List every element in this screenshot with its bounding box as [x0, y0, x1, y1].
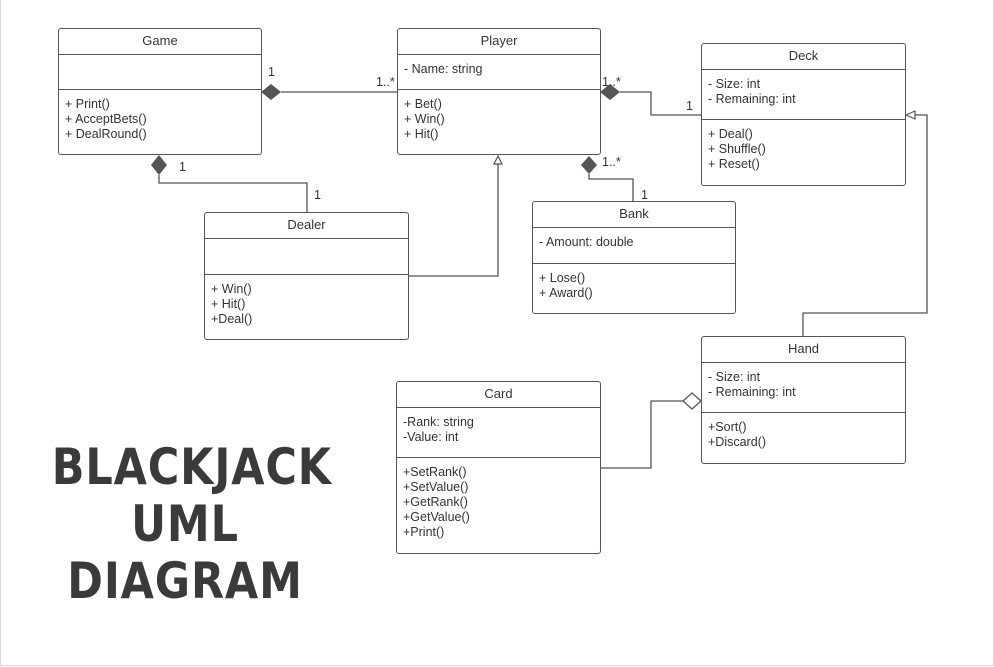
operation: + Shuffle(): [708, 142, 766, 156]
attribute: -Value: int: [403, 430, 459, 444]
title-line: UML: [131, 495, 239, 553]
class-game-operations: + Print() + AcceptBets() + DealRound(): [59, 90, 261, 142]
class-dealer-name: Dealer: [205, 213, 408, 239]
operation: + DealRound(): [65, 127, 147, 141]
class-game-attributes: [59, 55, 261, 90]
attribute: - Name: string: [404, 62, 483, 76]
composition-diamond-game-player: [261, 84, 281, 100]
operation: + Hit(): [211, 297, 246, 311]
operation: + Reset(): [708, 157, 760, 171]
attribute: - Remaining: int: [708, 92, 796, 106]
multiplicity-player-deck-player: 1..*: [602, 75, 621, 89]
attribute: -Rank: string: [403, 415, 474, 429]
title-line: DIAGRAM: [67, 552, 303, 610]
connector-card-hand: [600, 400, 683, 469]
class-player[interactable]: Player - Name: string + Bet() + Win() + …: [397, 28, 601, 155]
attribute: - Remaining: int: [708, 385, 796, 399]
multiplicity-game-player-player: 1..*: [376, 75, 395, 89]
class-deck[interactable]: Deck - Size: int - Remaining: int + Deal…: [701, 43, 906, 186]
composition-diamond-player-bank: [581, 156, 597, 174]
class-player-attributes: - Name: string: [398, 55, 600, 90]
operation: +Print(): [403, 525, 445, 539]
multiplicity-player-bank-player: 1..*: [602, 155, 621, 169]
operation: + Deal(): [708, 127, 753, 141]
class-player-operations: + Bet() + Win() + Hit(): [398, 90, 600, 142]
multiplicity-player-deck-deck: 1: [686, 99, 693, 113]
attribute: - Size: int: [708, 77, 761, 91]
generalization-dealer-player: [408, 163, 499, 277]
attribute: - Size: int: [708, 370, 761, 384]
composition-diamond-game-dealer: [151, 155, 167, 175]
operation: +Deal(): [211, 312, 253, 326]
multiplicity-player-bank-bank: 1: [641, 188, 648, 202]
class-bank-operations: + Lose() + Award(): [533, 264, 735, 301]
class-deck-attributes: - Size: int - Remaining: int: [702, 70, 905, 120]
class-bank[interactable]: Bank - Amount: double + Lose() + Award(): [532, 201, 736, 314]
operation: + Award(): [539, 286, 593, 300]
class-player-name: Player: [398, 29, 600, 55]
operation: +Sort(): [708, 420, 747, 434]
generalization-hand-deck: [802, 114, 928, 337]
operation: +GetRank(): [403, 495, 468, 509]
class-hand-name: Hand: [702, 337, 905, 363]
class-hand-operations: +Sort() +Discard(): [702, 413, 905, 450]
class-game[interactable]: Game + Print() + AcceptBets() + DealRoun…: [58, 28, 262, 155]
connector-game-dealer: [158, 175, 308, 213]
class-dealer-operations: + Win() + Hit() +Deal(): [205, 275, 408, 327]
connector-player-deck: [620, 91, 702, 116]
operation: + Bet(): [404, 97, 442, 111]
title-line: BLACKJACK: [51, 438, 332, 496]
class-bank-attributes: - Amount: double: [533, 228, 735, 264]
composition-diamond-player-deck: [600, 84, 620, 100]
generalization-arrow-dealer-player: [493, 154, 503, 165]
class-bank-name: Bank: [533, 202, 735, 228]
operation: +Discard(): [708, 435, 766, 449]
operation: + Win(): [404, 112, 445, 126]
operation: + Print(): [65, 97, 110, 111]
class-deck-operations: + Deal() + Shuffle() + Reset(): [702, 120, 905, 172]
class-card-operations: +SetRank() +SetValue() +GetRank() +GetVa…: [397, 458, 600, 540]
aggregation-diamond-card-hand: [682, 392, 702, 410]
multiplicity-game-dealer-dealer: 1: [314, 188, 321, 202]
operation: +SetValue(): [403, 480, 469, 494]
class-hand[interactable]: Hand - Size: int - Remaining: int +Sort(…: [701, 336, 906, 464]
operation: + AcceptBets(): [65, 112, 147, 126]
class-hand-attributes: - Size: int - Remaining: int: [702, 363, 905, 413]
class-game-name: Game: [59, 29, 261, 55]
diagram-title: BLACKJACK UML DIAGRAM: [51, 438, 332, 610]
operation: + Win(): [211, 282, 252, 296]
class-dealer[interactable]: Dealer + Win() + Hit() +Deal(): [204, 212, 409, 340]
multiplicity-game-player-game: 1: [268, 65, 275, 79]
attribute: - Amount: double: [539, 235, 634, 249]
class-deck-name: Deck: [702, 44, 905, 70]
operation: + Lose(): [539, 271, 586, 285]
class-card[interactable]: Card -Rank: string -Value: int +SetRank(…: [396, 381, 601, 554]
class-card-name: Card: [397, 382, 600, 408]
operation: + Hit(): [404, 127, 439, 141]
connector-player-bank: [588, 174, 634, 202]
class-dealer-attributes: [205, 239, 408, 275]
class-card-attributes: -Rank: string -Value: int: [397, 408, 600, 458]
operation: +SetRank(): [403, 465, 467, 479]
multiplicity-game-dealer-game: 1: [179, 160, 186, 174]
operation: +GetValue(): [403, 510, 470, 524]
generalization-arrow-hand-deck: [904, 110, 916, 120]
